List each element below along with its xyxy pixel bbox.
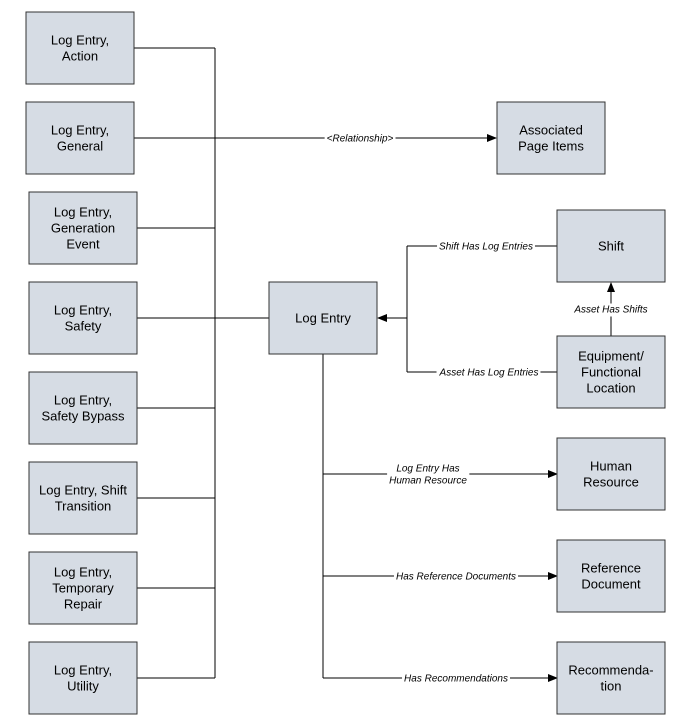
entity-label-line: Shift [598, 239, 624, 254]
relationship-label-background [402, 672, 510, 686]
has-reference-documents-label: Has Reference Documents [393, 570, 519, 584]
entity-label-line: Log Entry, [54, 205, 112, 220]
log-entry-box[interactable]: Log Entry [268, 281, 378, 355]
entity-label-line: Event [66, 237, 100, 252]
entity-label-line: Document [581, 577, 641, 592]
entity-label-line: Log Entry, [51, 123, 109, 138]
entity-label-line: Associated [519, 123, 583, 138]
entity-box-frame [28, 191, 138, 265]
entity-label-line: Transition [55, 499, 112, 514]
entity-box-frame [25, 11, 135, 85]
asset-has-log-entries-label: Asset Has Log Entries [436, 366, 541, 380]
entity-box-frame [28, 551, 138, 625]
entity-box-frame [28, 281, 138, 355]
entity-label-line: Page Items [518, 139, 584, 154]
entity-label-line: Log Entry, [54, 663, 112, 678]
entity-label-line: Functional [581, 365, 641, 380]
log-entry-safety-box[interactable]: Log Entry,Safety [28, 281, 138, 355]
entity-label-line: Generation [51, 221, 115, 236]
entity-box-frame [25, 101, 135, 175]
entity-label-line: Resource [583, 475, 639, 490]
relationship-label-background [324, 132, 396, 146]
relationship-label-background [571, 303, 650, 317]
entity-box-frame [268, 281, 378, 355]
entity-box-frame [556, 209, 666, 283]
entity-label-line: Log Entry, [54, 303, 112, 318]
shift-has-log-entries-label: Shift Has Log Entries [437, 240, 535, 254]
entity-label-line: Location [586, 381, 635, 396]
entity-box-frame [556, 641, 666, 715]
shift-box[interactable]: Shift [556, 209, 666, 283]
entity-box-frame [556, 335, 666, 409]
entity-label-line: Log Entry, Shift [39, 483, 127, 498]
entity-label-line: General [57, 139, 103, 154]
relationship-label: <Relationship> [324, 132, 396, 146]
entity-box-frame [28, 371, 138, 445]
log-entry-safety-bypass-box[interactable]: Log Entry,Safety Bypass [28, 371, 138, 445]
entity-label-line: Log Entry [295, 311, 351, 326]
recommendation-box[interactable]: Recommenda-tion [556, 641, 666, 715]
entity-label-line: Safety Bypass [41, 409, 125, 424]
entity-box-frame [496, 101, 606, 175]
entity-box-frame [28, 641, 138, 715]
relationship-label-line: Asset Has Log Entries [439, 368, 539, 379]
has-recommendations-label: Has Recommendations [402, 672, 510, 686]
relationship-label-line: Log Entry Has [396, 464, 459, 475]
entity-label-line: Human [590, 459, 632, 474]
relationship-label-line: <Relationship> [327, 134, 394, 145]
entity-label-line: Log Entry, [54, 565, 112, 580]
entity-label-line: Log Entry, [51, 33, 109, 48]
entity-label-line: Equipment/ [578, 349, 644, 364]
relationship-label-background [387, 462, 470, 488]
entity-label-line: Temporary [52, 581, 114, 596]
entity-label-line: Recommenda- [568, 663, 653, 678]
entity-box-frame [556, 437, 666, 511]
entity-box-frame [556, 539, 666, 613]
entities: Log Entry,Action Log Entry,General Log E… [25, 11, 666, 715]
relationship-label-background [393, 570, 519, 584]
entity-label-line: Action [62, 49, 98, 64]
entity-label-line: Utility [67, 679, 99, 694]
relationship-labels: <Relationship> Shift Has Log Entries Ass… [324, 132, 650, 686]
entity-label-line: Safety [65, 319, 102, 334]
log-entry-general-box[interactable]: Log Entry,General [25, 101, 135, 175]
entity-label-line: tion [601, 679, 622, 694]
relationship-label-background [436, 366, 541, 380]
relationship-label-line: Shift Has Log Entries [439, 242, 533, 253]
relationship-label-line: Has Reference Documents [396, 572, 516, 583]
entity-label-line: Log Entry, [54, 393, 112, 408]
entity-label-line: Reference [581, 561, 641, 576]
relationship-label-line: Asset Has Shifts [573, 305, 647, 316]
relationship-label-line: Human Resource [389, 476, 467, 487]
relationship-label-line: Has Recommendations [404, 674, 508, 685]
relationship-label-background [437, 240, 535, 254]
entity-label-line: Repair [64, 597, 103, 612]
log-entry-action-box[interactable]: Log Entry,Action [25, 11, 135, 85]
log-entry-utility-box[interactable]: Log Entry,Utility [28, 641, 138, 715]
asset-has-shifts-label: Asset Has Shifts [571, 303, 650, 317]
entity-box-frame [28, 461, 138, 535]
